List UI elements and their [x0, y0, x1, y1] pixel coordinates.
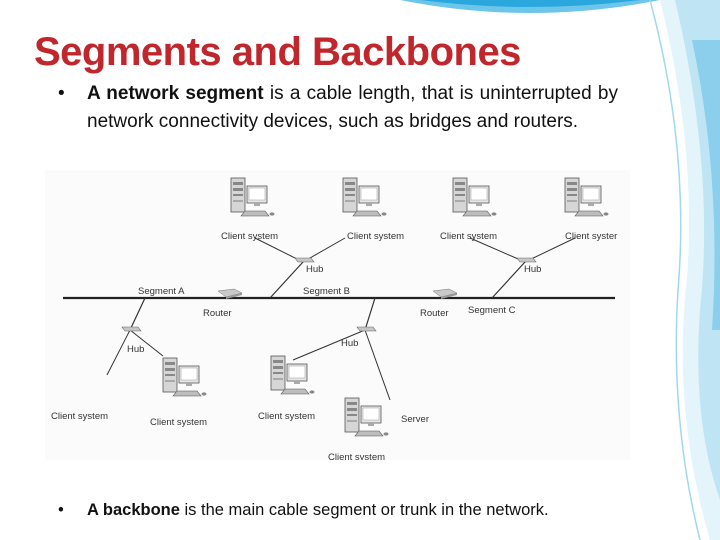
- label-client-system: Client system: [440, 231, 497, 242]
- label-client-system: Client system: [221, 231, 278, 242]
- label-router: Router: [203, 308, 232, 319]
- label-router: Router: [420, 308, 449, 319]
- right-wave-decoration: [649, 0, 720, 540]
- label-client-system: Client system: [347, 231, 404, 242]
- label-client-system: Client system: [258, 411, 315, 422]
- label-server: Server: [401, 414, 429, 425]
- bullet-text: A network segment is a cable length, tha…: [87, 80, 618, 136]
- label-hub: Hub: [341, 338, 358, 349]
- label-client-system: Client system: [150, 417, 207, 428]
- bullet-definition: is a cable length, that is uninterrupted…: [87, 83, 618, 132]
- label-segment-c: Segment C: [468, 305, 516, 316]
- label-segment-b: Segment B: [303, 286, 350, 297]
- bullet-text: A backbone is the main cable segment or …: [87, 498, 658, 522]
- bullet-definition: is the main cable segment or trunk in th…: [179, 501, 549, 519]
- label-client-system: Client system: [328, 452, 385, 460]
- label-segment-a: Segment A: [138, 286, 185, 297]
- client-computer-icon: [564, 177, 609, 217]
- label-hub: Hub: [524, 264, 541, 275]
- bullet-network-segment: • A network segment is a cable length, t…: [58, 80, 618, 136]
- client-computer-icon: [162, 357, 207, 397]
- bullet-bold-term: A network segment: [87, 83, 264, 104]
- hub-icon: [516, 257, 537, 263]
- client-computer-icon: [230, 177, 275, 217]
- label-client-system: Client system: [51, 411, 108, 422]
- hub-icon: [356, 326, 377, 332]
- label-hub: Hub: [306, 264, 323, 275]
- bullet-bold-term: A backbone: [87, 501, 180, 519]
- client-computer-icon: [342, 177, 387, 217]
- label-client-system: Client syster: [565, 231, 617, 242]
- bullet-dot: •: [58, 83, 65, 104]
- top-wave-decoration: [400, 0, 660, 13]
- network-diagram: Client system Client system Client syste…: [45, 170, 630, 460]
- hub-icon: [294, 257, 315, 263]
- client-computer-icon: [270, 355, 315, 395]
- slide-title: Segments and Backbones: [34, 30, 521, 74]
- bullet-dot: •: [58, 501, 64, 519]
- bullet-backbone: • A backbone is the main cable segment o…: [58, 498, 658, 522]
- client-computer-icon: [452, 177, 497, 217]
- label-hub: Hub: [127, 344, 144, 355]
- server-computer-icon: [344, 397, 389, 437]
- hub-icon: [121, 326, 142, 332]
